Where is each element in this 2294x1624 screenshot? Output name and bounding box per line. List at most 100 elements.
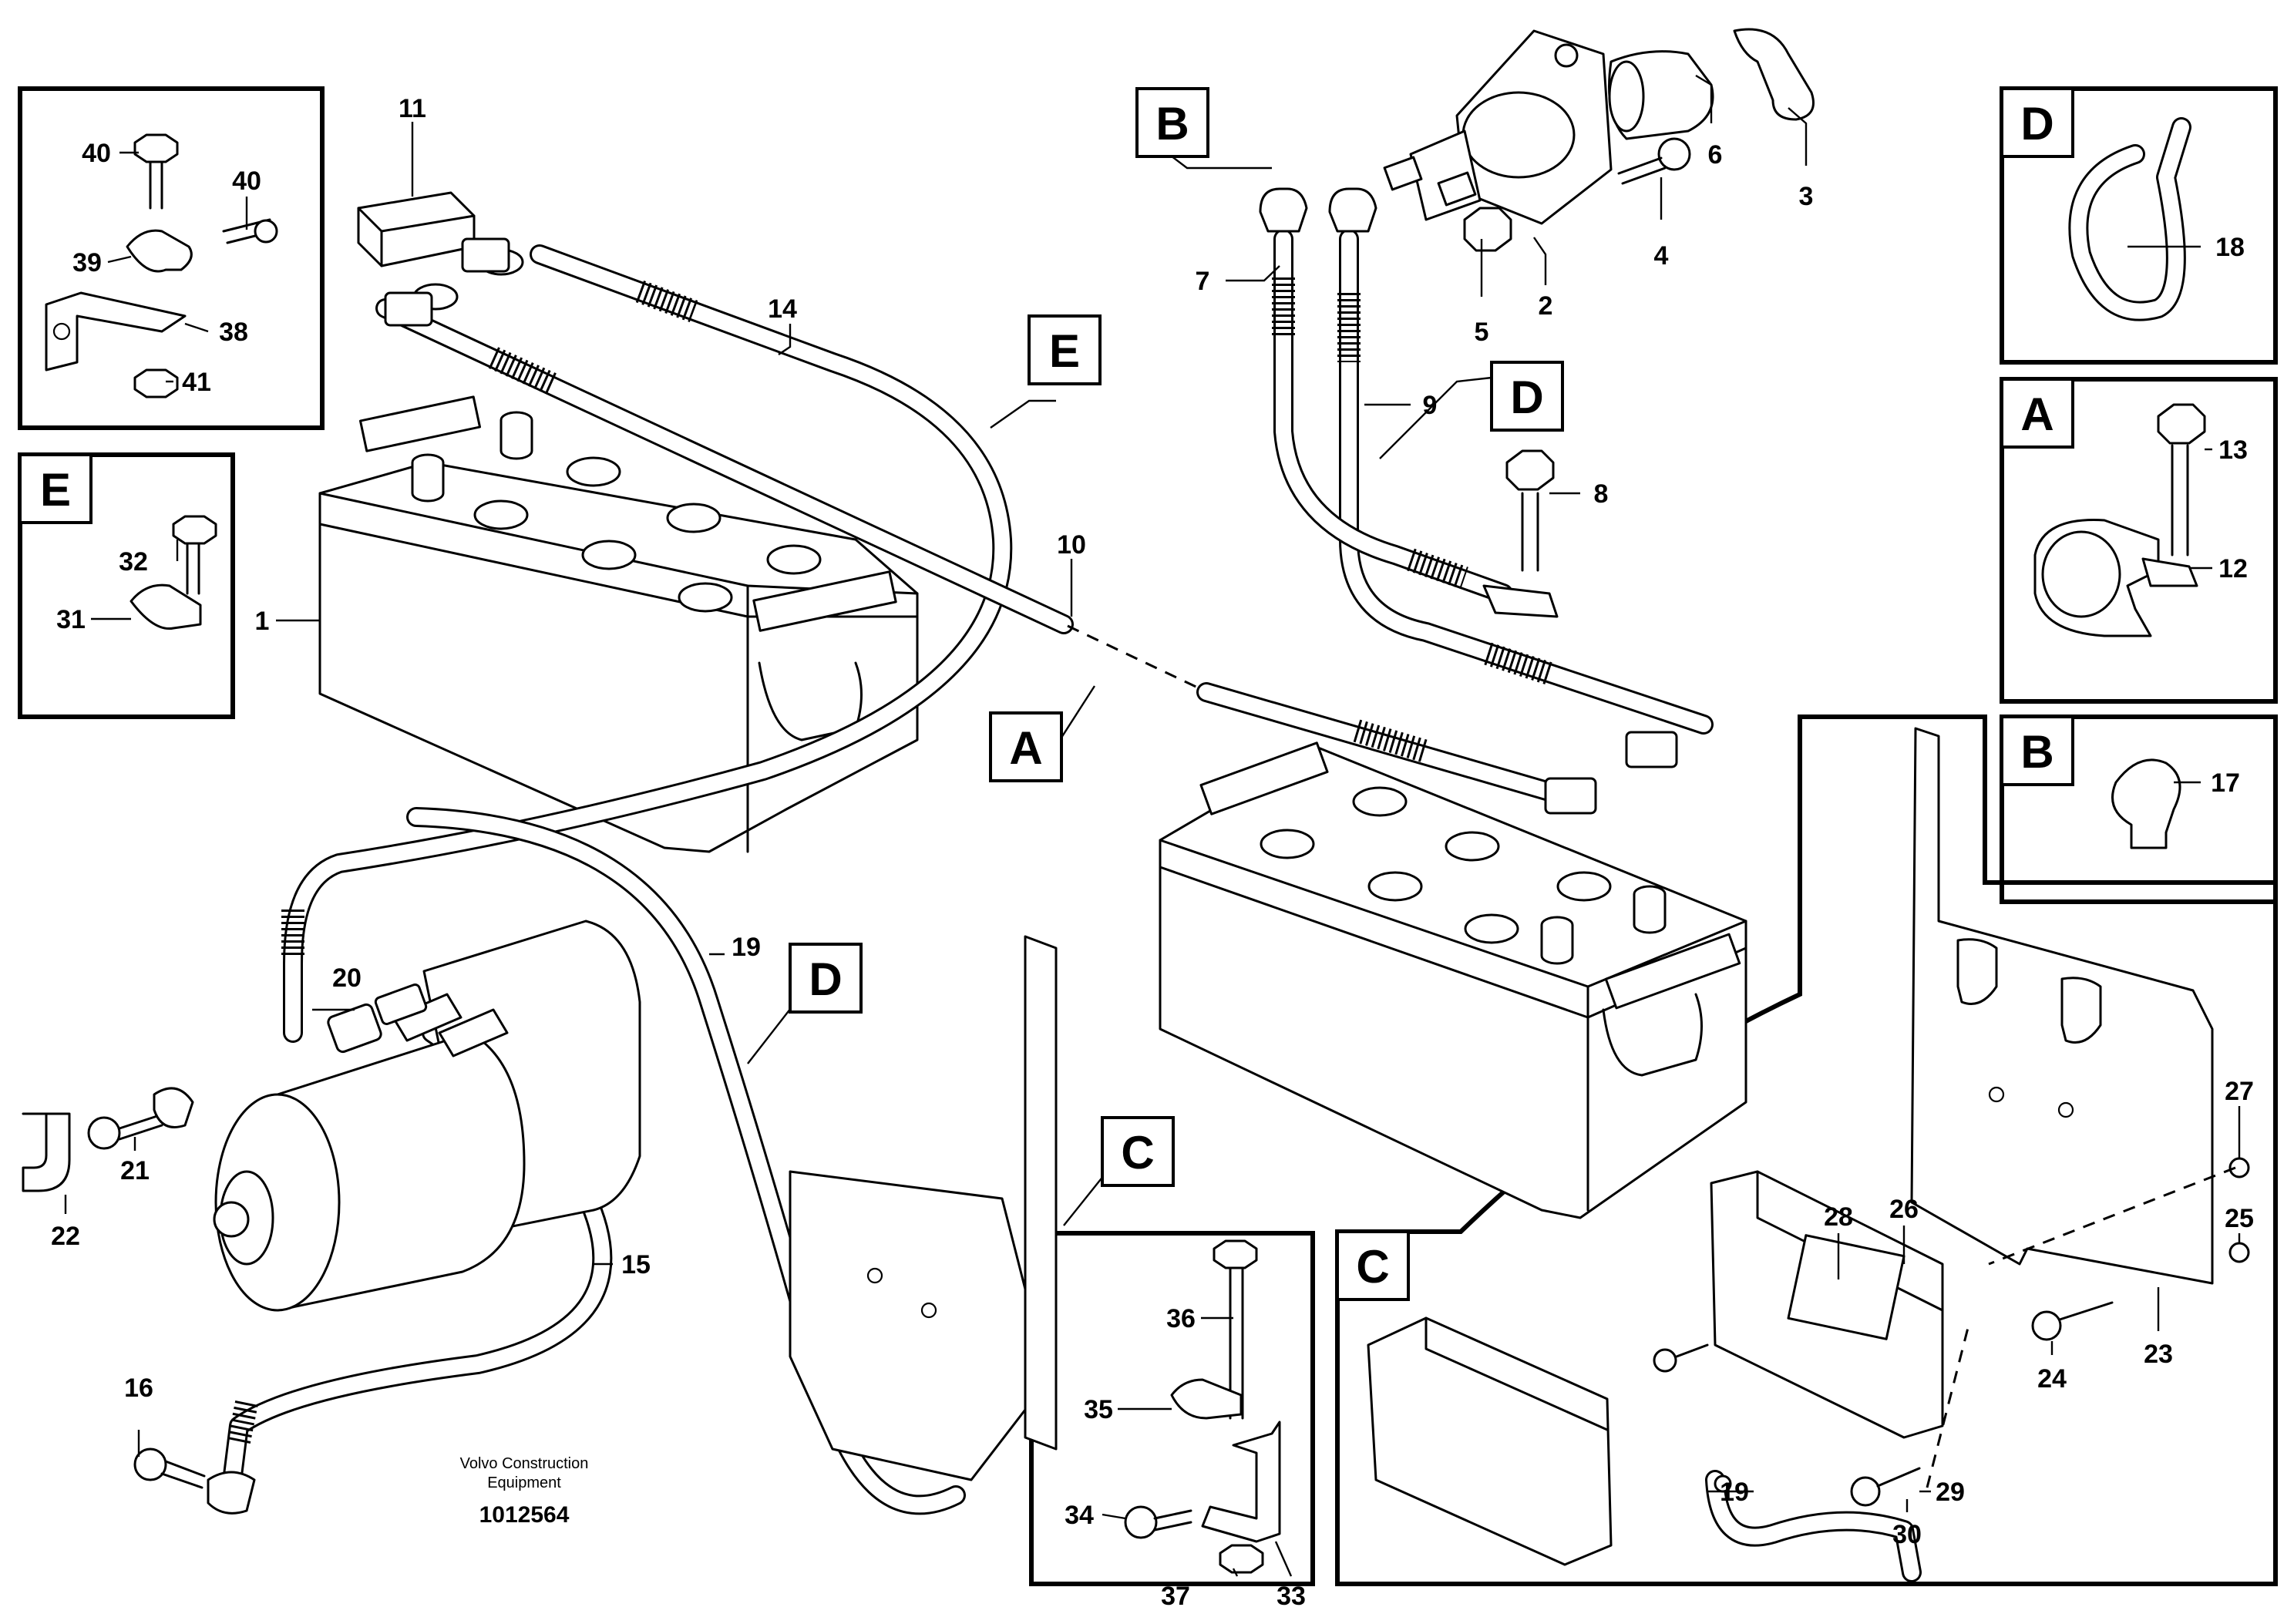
callout-34: 34 xyxy=(1065,1501,1094,1530)
callout-7: 7 xyxy=(1196,267,1210,296)
callout-23: 23 xyxy=(2144,1340,2173,1369)
view-tag-d-main: D xyxy=(1510,372,1543,423)
inset-frame-bracket xyxy=(18,86,325,430)
callout-17: 17 xyxy=(2211,768,2240,798)
bracket-plate-center xyxy=(789,935,1058,1481)
callout-27: 27 xyxy=(2225,1077,2254,1106)
cable-10 xyxy=(375,298,1567,804)
lug-9-end xyxy=(1482,584,1559,618)
callout-41: 41 xyxy=(182,368,211,397)
view-tag-e-inset: E xyxy=(40,464,71,516)
bolt-13 xyxy=(2157,403,2206,556)
callout-32: 32 xyxy=(119,547,148,577)
cable-14 xyxy=(281,244,1013,1043)
view-tag-b-main: B xyxy=(1155,98,1189,150)
dash-link-27 xyxy=(1988,1166,2236,1266)
lugs-7-9 xyxy=(1259,187,1377,233)
view-tag-e-main: E xyxy=(1049,325,1080,377)
callout-12: 12 xyxy=(2218,554,2248,583)
callout-1: 1 xyxy=(255,607,270,636)
cap-17 xyxy=(2111,758,2181,849)
bolt-4 xyxy=(1617,137,1691,185)
junction-box-26 xyxy=(1710,1170,1944,1439)
solenoid-2 xyxy=(1383,29,1613,225)
lug-3 xyxy=(1733,28,1815,121)
inset-e-parts xyxy=(130,515,217,630)
credit-company-line1: Volvo Construction xyxy=(460,1455,589,1472)
bracket-plate-right xyxy=(1910,727,2214,1285)
inset-frame-b xyxy=(2000,714,2278,904)
leader-lines xyxy=(64,74,2241,1577)
callout-33: 33 xyxy=(1276,1582,1306,1611)
lug-15-end xyxy=(207,1471,256,1515)
callout-38: 38 xyxy=(219,318,248,347)
inset-c-small-parts xyxy=(1124,1239,1281,1574)
callout-9: 9 xyxy=(1423,391,1438,420)
nut-5 xyxy=(1463,207,1512,252)
cover-11 xyxy=(357,191,476,267)
callout-30: 30 xyxy=(1892,1520,1922,1549)
elbow-22 xyxy=(22,1112,71,1192)
callout-25: 25 xyxy=(2225,1204,2254,1233)
callout-40-left: 40 xyxy=(82,139,111,168)
callout-8: 8 xyxy=(1594,479,1609,509)
grommet-a xyxy=(2033,519,2198,637)
small-bolts-c xyxy=(1653,1157,2250,1507)
callout-3: 3 xyxy=(1799,182,1814,211)
bolt-8 xyxy=(1505,449,1555,572)
terminal-bolt-20 xyxy=(327,983,428,1054)
callout-21: 21 xyxy=(120,1156,150,1185)
inset-frame-a xyxy=(2000,377,2278,704)
callout-22: 22 xyxy=(51,1222,80,1251)
callout-20: 20 xyxy=(332,963,362,993)
view-tag-boxes xyxy=(18,87,2074,1301)
boot-6 xyxy=(1608,50,1714,140)
view-tag-b-inset: B xyxy=(2020,726,2054,778)
view-tag-d-starter: D xyxy=(809,953,842,1005)
callout-24: 24 xyxy=(2037,1364,2067,1394)
bolt-21 xyxy=(87,1113,163,1150)
bolt-16 xyxy=(133,1447,206,1489)
callout-18: 18 xyxy=(2215,233,2245,262)
cable-19-c xyxy=(1705,1470,1922,1582)
lug-21-end xyxy=(153,1087,194,1128)
starter-motor xyxy=(213,920,641,1312)
callout-19-main: 19 xyxy=(732,933,761,962)
cable-9 xyxy=(1337,229,1714,735)
callout-39: 39 xyxy=(72,248,102,277)
cable-7 xyxy=(1272,229,1513,604)
battery-right xyxy=(1159,741,1747,1219)
cover-plate-c xyxy=(1367,1316,1613,1566)
callout-36: 36 xyxy=(1166,1304,1196,1333)
inset-frame-e xyxy=(18,452,235,719)
callout-11: 11 xyxy=(399,94,426,123)
cable-tie-18 xyxy=(2068,117,2191,321)
document-number: 1012564 xyxy=(479,1502,570,1528)
callout-13: 13 xyxy=(2218,435,2248,465)
callout-5: 5 xyxy=(1475,318,1489,347)
callout-16: 16 xyxy=(124,1374,153,1403)
callout-29: 29 xyxy=(1936,1478,1965,1507)
callout-37: 37 xyxy=(1161,1582,1190,1611)
clamp-terminals-top xyxy=(384,237,524,327)
view-tag-c-inset: C xyxy=(1356,1241,1389,1293)
inset-frame-d xyxy=(2000,86,2278,365)
callout-14: 14 xyxy=(768,294,797,324)
callout-28: 28 xyxy=(1824,1202,1853,1232)
clamp-terminals-bottom xyxy=(1544,731,1678,815)
view-tag-d-inset: D xyxy=(2020,98,2054,150)
battery-left xyxy=(318,395,919,853)
view-tag-c-main: C xyxy=(1121,1127,1154,1178)
callout-26: 26 xyxy=(1889,1195,1919,1224)
callout-15: 15 xyxy=(621,1250,651,1279)
cable-19 xyxy=(406,807,966,1515)
callout-10: 10 xyxy=(1057,530,1086,560)
view-tag-a-main: A xyxy=(1009,722,1042,774)
callout-4: 4 xyxy=(1654,241,1669,271)
callout-19-c: 19 xyxy=(1720,1478,1749,1507)
callout-35: 35 xyxy=(1084,1395,1113,1424)
dash-link-29 xyxy=(1926,1321,1971,1488)
credit-company-line2: Equipment xyxy=(487,1474,561,1491)
callout-31: 31 xyxy=(56,605,86,634)
